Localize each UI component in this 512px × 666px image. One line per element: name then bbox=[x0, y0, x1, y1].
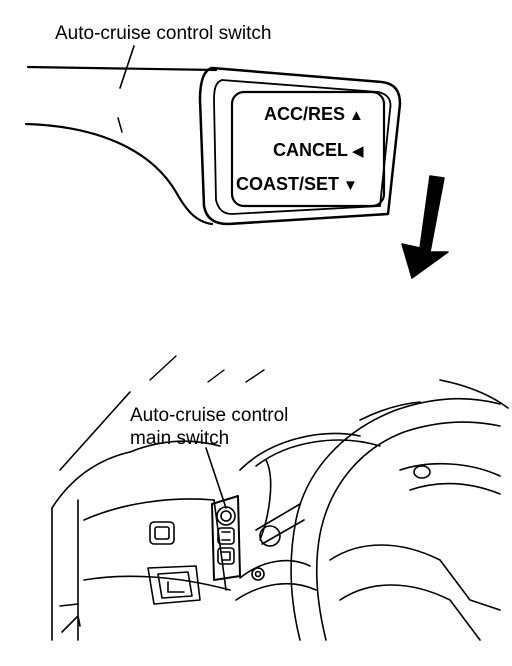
cruise-control-stalk bbox=[24, 65, 218, 226]
up-triangle-icon: ▲ bbox=[349, 107, 364, 124]
switch-label-coast-set: COAST/SET bbox=[236, 174, 340, 194]
switch-leader-line bbox=[119, 45, 135, 89]
cruise-switch-label: Auto-cruise control switch bbox=[55, 23, 272, 44]
main-switch-label-line1: Auto-cruise control bbox=[130, 405, 289, 426]
left-triangle-icon: ◀ bbox=[352, 143, 364, 160]
switch-head bbox=[198, 66, 402, 226]
switch-position-acc-res: ACC/RES▲ bbox=[264, 104, 364, 126]
main-switch-label-line2: main switch bbox=[130, 428, 230, 449]
switch-position-cancel: CANCEL◀ bbox=[273, 140, 364, 162]
dashboard-illustration bbox=[51, 355, 509, 641]
switch-label-acc-res: ACC/RES bbox=[264, 104, 346, 124]
switch-label-cancel: CANCEL bbox=[273, 140, 348, 160]
down-triangle-icon: ▼ bbox=[343, 177, 358, 194]
down-arrow-icon bbox=[401, 175, 449, 279]
switch-position-coast-set: COAST/SET▼ bbox=[236, 174, 358, 196]
main-switch-leader-line bbox=[205, 447, 227, 509]
